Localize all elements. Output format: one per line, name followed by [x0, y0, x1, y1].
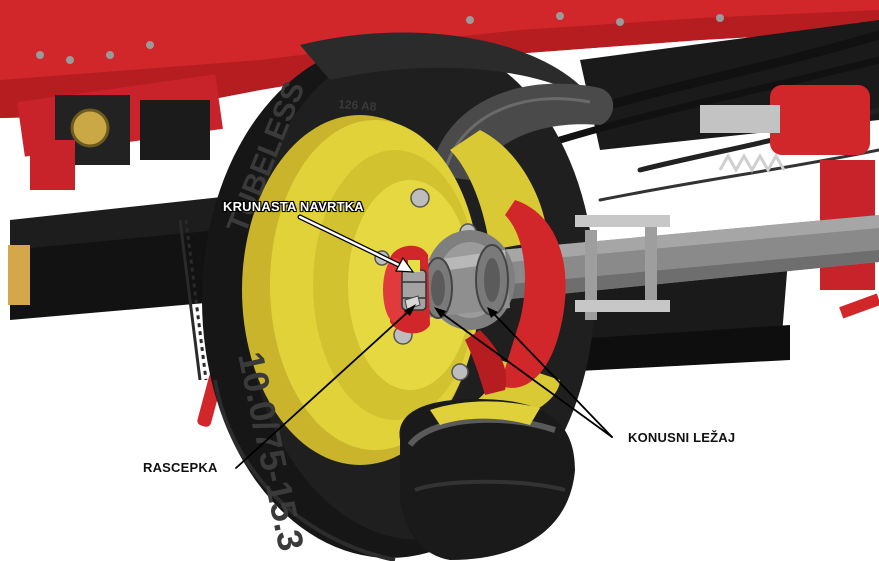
tension-spring: [718, 152, 786, 174]
safety-chain: [178, 219, 208, 381]
label-konusni-lezaj: KONUSNI LEŽAJ: [628, 430, 736, 445]
tire-load-text: 126 A8: [338, 97, 377, 114]
label-krunasta-navrtka: KRUNASTA NAVRTKA: [223, 199, 364, 214]
wheel-bolts: [374, 188, 477, 381]
label-rascepka: RASCEPKA: [143, 460, 218, 475]
cotter-pin: [404, 295, 421, 310]
axle-beam: [500, 215, 879, 320]
leader-lines: [235, 214, 613, 469]
bearing-outer: [423, 257, 453, 319]
bearing-inner: [475, 244, 509, 316]
tire-cutaway-bottom: [399, 399, 575, 560]
